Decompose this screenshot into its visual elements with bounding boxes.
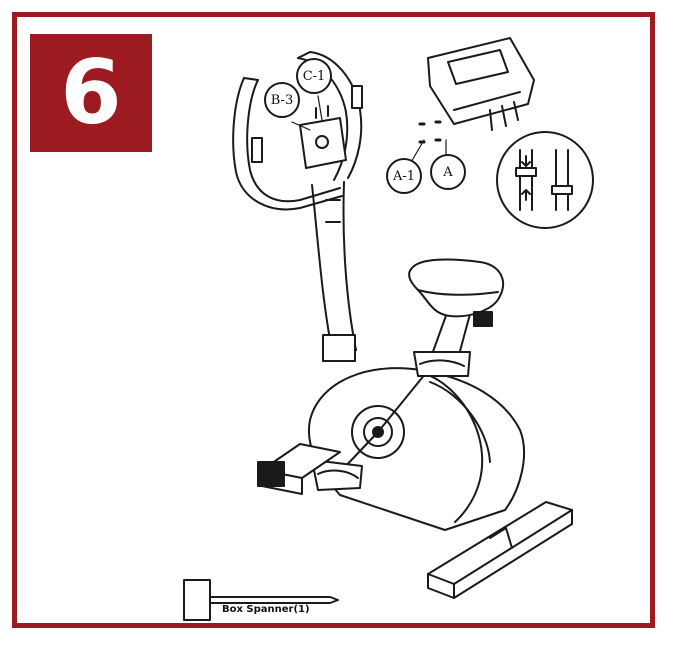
console-screws [418,120,442,144]
callout-circle-c1 [296,58,332,94]
seat-assembly [408,258,505,367]
steering-column [311,181,357,362]
rear-stabilizer [427,501,573,599]
callout-label-a: A [442,165,453,180]
callout-circle-a [430,154,466,190]
tool-label: Box Spanner(1) [222,604,310,615]
callout-circle-b3 [264,82,300,118]
cable-connector-detail [496,131,594,229]
console-unit [427,37,535,131]
front-stabilizer [257,443,341,495]
console-mount-plate [299,105,347,169]
flywheel-housing [308,367,526,531]
callout-circle-a1 [386,158,422,194]
box-spanner-icon [183,579,339,621]
callout-label-c1: C-1 [303,69,326,84]
callout-label-a1: A-1 [392,169,415,184]
callout-label-b3: B-3 [271,93,293,108]
pedal-crank [311,351,471,491]
step-number-badge: 6 [30,34,152,152]
